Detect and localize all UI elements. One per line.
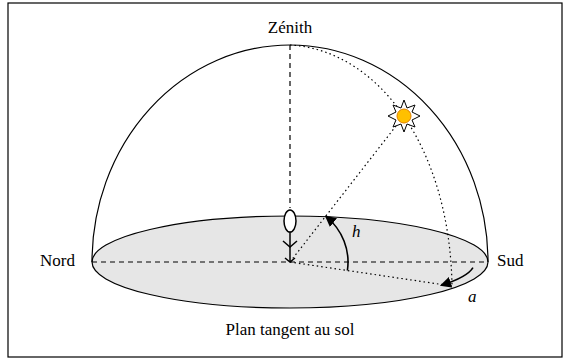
south-label: Sud <box>497 251 523 271</box>
zenith-line <box>289 45 290 208</box>
height-arc <box>327 217 349 271</box>
zenith-label: Zénith <box>268 18 312 38</box>
sky-dome <box>92 45 488 262</box>
azimuth-arc <box>442 268 473 285</box>
azimuth-label: a <box>468 287 477 307</box>
frame <box>8 3 562 357</box>
azimuth-direction <box>290 262 452 286</box>
height-label: h <box>352 222 361 242</box>
sun-circle <box>290 45 452 286</box>
observer-figure <box>283 210 297 262</box>
north-label: Nord <box>40 251 75 271</box>
ground-plane-label: Plan tangent au sol <box>226 320 355 340</box>
sun-direction <box>290 126 396 262</box>
sun-symbol <box>388 100 420 132</box>
